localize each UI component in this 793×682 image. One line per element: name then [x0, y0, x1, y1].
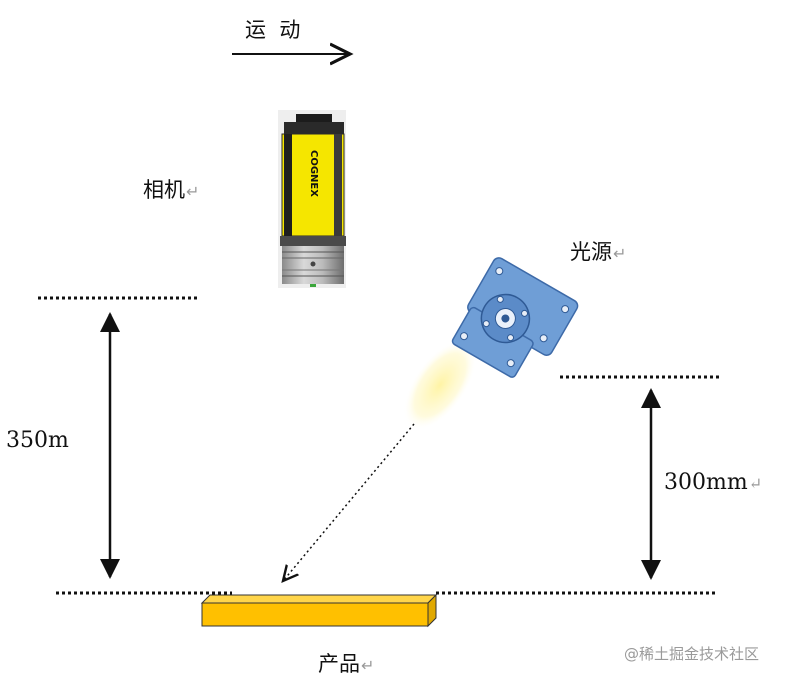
return-mark: ↵: [186, 182, 200, 201]
camera-label-text: 相机: [143, 178, 185, 202]
light-label-text: 光源: [570, 240, 612, 264]
watermark: @稀土掘金技术社区: [624, 645, 760, 663]
light-height-text: 300mm: [664, 470, 748, 495]
light-ray: [283, 423, 415, 581]
product-label-text: 产品: [318, 652, 360, 676]
light-label: 光源↵: [570, 236, 626, 266]
camera-brand: COGNEX: [308, 150, 319, 197]
light-source-icon: [451, 257, 579, 378]
product-label: 产品↵: [318, 648, 374, 678]
product-bar: [200, 593, 438, 628]
return-mark: ↵: [748, 474, 763, 493]
return-mark: ↵: [361, 656, 375, 675]
light-height-label: 300mm↵: [664, 470, 762, 495]
light-beam: [403, 339, 477, 431]
return-mark: ↵: [613, 244, 627, 263]
camera-label: 相机↵: [143, 174, 199, 204]
camera-height-label: 350m: [6, 428, 69, 453]
camera-icon: COGNEX: [278, 110, 346, 288]
motion-label: 运 动: [245, 18, 301, 42]
